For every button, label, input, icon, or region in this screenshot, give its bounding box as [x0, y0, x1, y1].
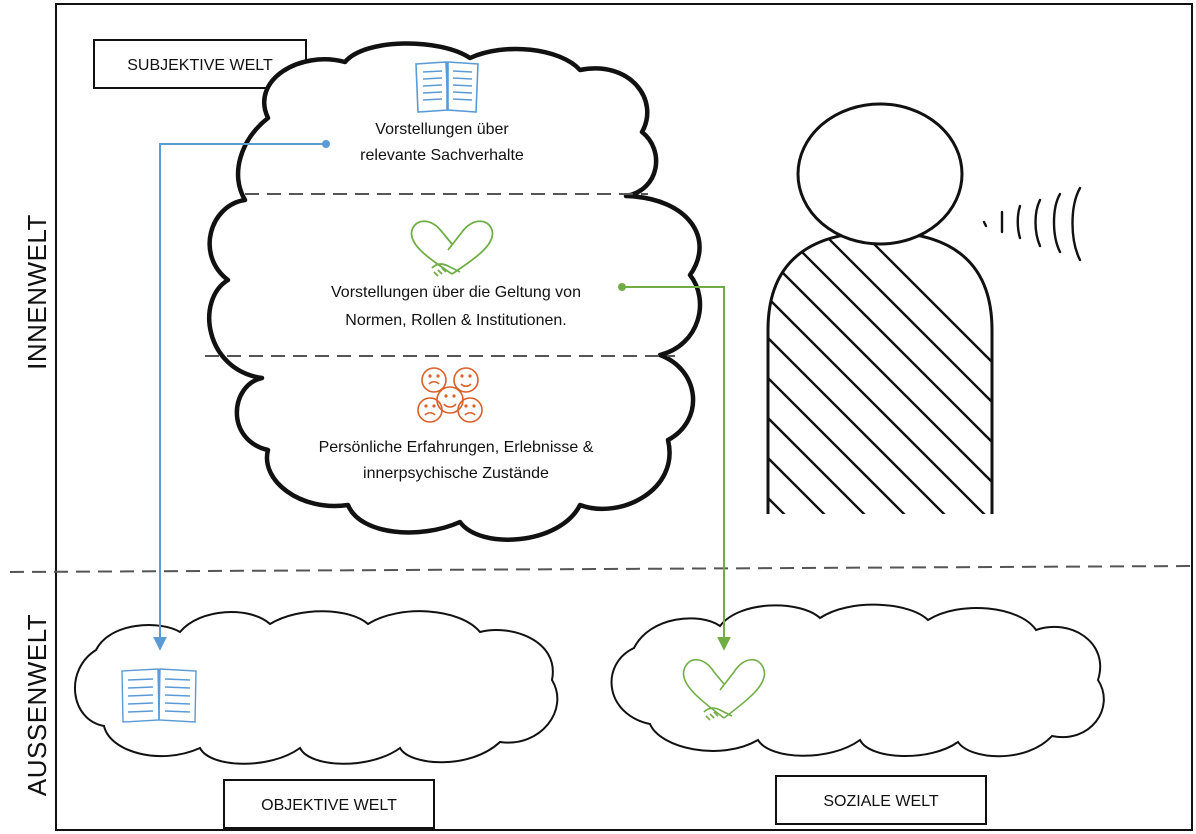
open-book-icon: [121, 668, 197, 723]
innenwelt-label: INNENWELT: [22, 214, 52, 370]
world-divider: [9, 565, 1193, 573]
norms-to-social-arrow: [618, 283, 731, 651]
norms-line-1: Vorstellungen über die Geltung von: [331, 284, 581, 301]
norms-line-2: Normen, Rollen & Institutionen.: [345, 312, 566, 329]
objective-world-label: OBJEKTIVE WELT: [261, 797, 397, 814]
facts-to-objective-arrow: [153, 140, 330, 651]
objective-world-cloud: [74, 610, 559, 765]
objective-world-box: OBJEKTIVE WELT: [223, 779, 435, 829]
outer-frame: [55, 3, 1193, 831]
person-figure: [766, 102, 994, 514]
social-world-label: SOZIALE WELT: [823, 793, 939, 810]
aussenwelt-label: AUSSENWELT: [22, 614, 52, 796]
subjective-world-label: SUBJEKTIVE WELT: [127, 57, 273, 74]
facts-line-2: relevante Sachverhalte: [360, 147, 524, 164]
sound-waves-icon: [982, 186, 1082, 262]
personal-line-1: Persönliche Erfahrungen, Erlebnisse &: [319, 439, 594, 456]
facts-line-1: Vorstellungen über: [375, 121, 509, 138]
personal-line-2: innerpsychische Zustände: [363, 465, 549, 482]
person-head: [796, 102, 964, 246]
thought-cloud: [205, 41, 703, 542]
open-book-icon: [415, 61, 479, 113]
handshake-heart-icon: [682, 658, 766, 721]
emotion-faces-icon: [417, 367, 483, 423]
handshake-heart-icon: [410, 220, 494, 277]
social-world-cloud: [610, 603, 1105, 758]
social-world-box: SOZIALE WELT: [775, 775, 987, 825]
